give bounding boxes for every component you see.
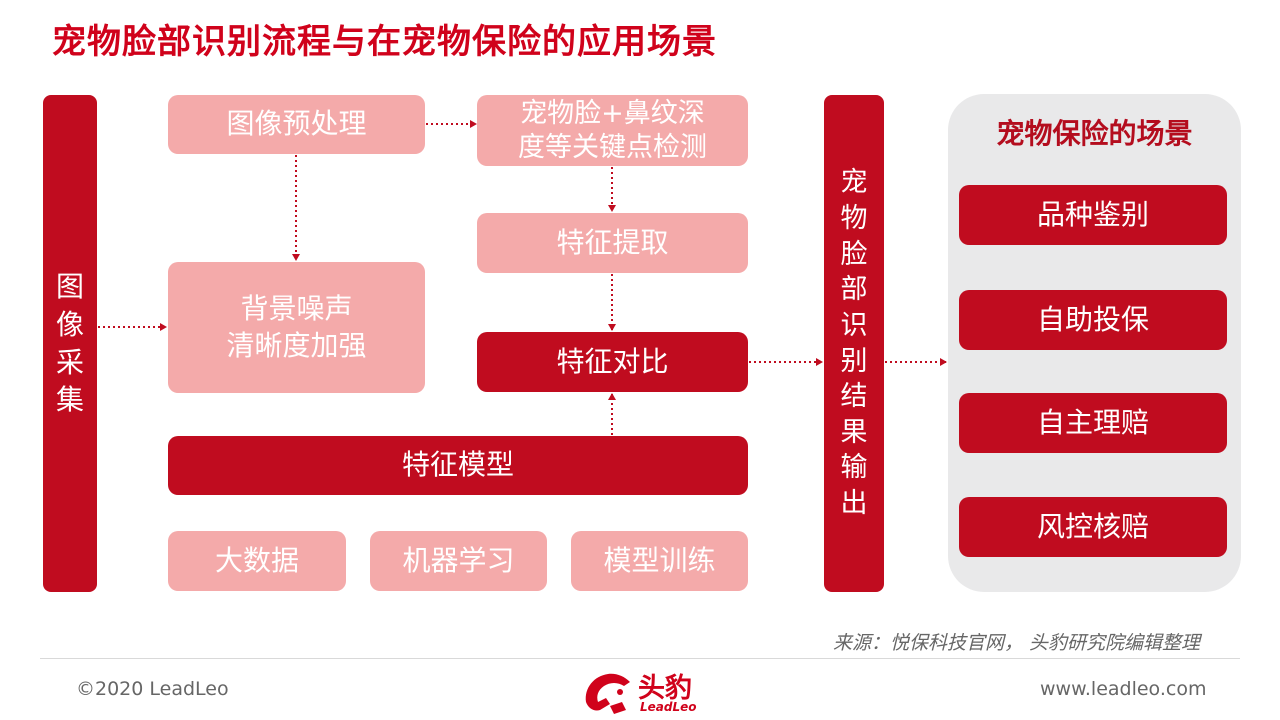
feature-compare-box: 特征对比 [477,332,748,392]
scenes-title: 宠物保险的场景 [996,117,1193,150]
machine-learning-box: 机器学习 [370,531,547,591]
big-data-box: 大数据 [168,531,346,591]
image-capture-box: 图 像 采 集 [43,95,97,592]
logo-subtext: LeadLeo [640,700,697,714]
logo-name: 头豹 [638,673,692,704]
model-training-box: 模型训练 [571,531,748,591]
footer-divider [40,658,1240,659]
feature-model-box: 特征模型 [168,436,748,495]
scene-breed-identify: 品种鉴别 [959,185,1227,245]
preprocess-box: 图像预处理 [168,95,425,154]
leopard-logo-icon [585,673,630,714]
source-note: 来源：悦保科技官网， 头豹研究院编辑整理 [832,632,1200,654]
recognition-output-box: 宠 物 脸 部 识 别 结 果 输 出 [824,95,884,592]
website-link[interactable]: www.leadleo.com [1040,678,1207,700]
noise-enhance-box: 背景噪声 清晰度加强 [168,262,425,393]
feature-extract-box: 特征提取 [477,213,748,273]
copyright-text: ©2020 LeadLeo [76,678,229,700]
scene-self-insure: 自助投保 [959,290,1227,350]
scene-risk-control: 风控核赔 [959,497,1227,557]
keypoint-detect-box: 宠物脸+鼻纹深 度等关键点检测 [477,95,748,166]
scene-self-claim: 自主理赔 [959,393,1227,453]
page-title: 宠物脸部识别流程与在宠物保险的应用场景 [52,22,717,62]
